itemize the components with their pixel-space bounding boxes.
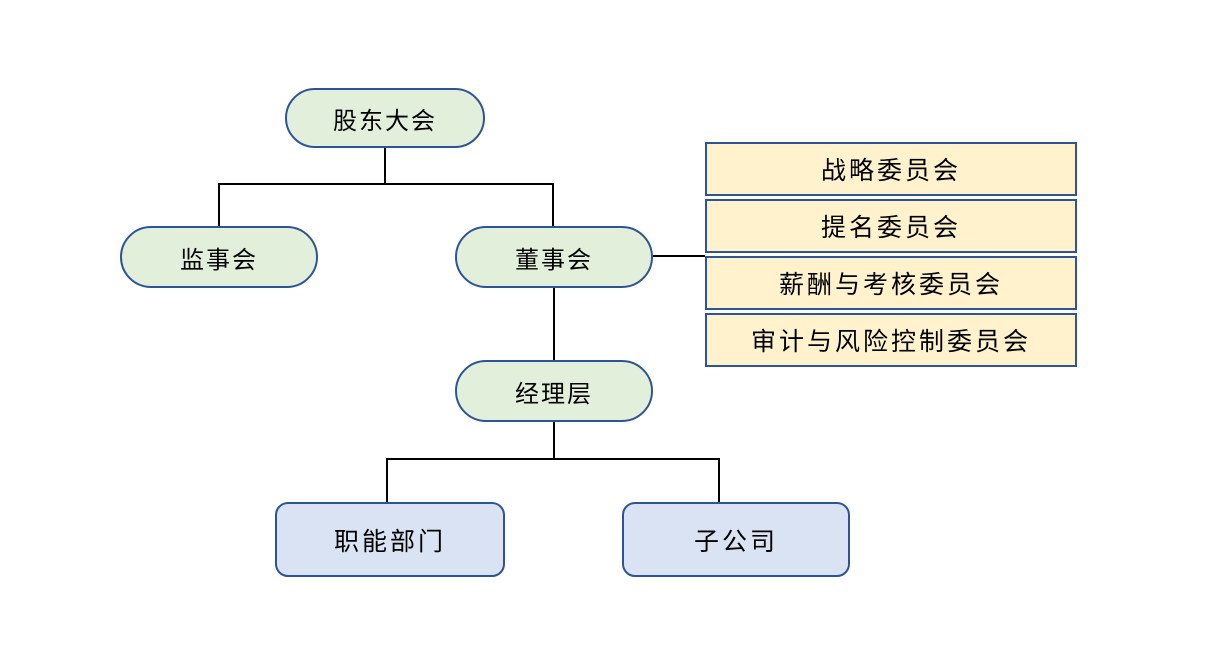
connector-shareholders-stem (384, 148, 386, 183)
node-subsidiary: 子公司 (622, 502, 850, 577)
committee-label: 审计与风险控制委员会 (750, 327, 1031, 356)
connector-functional-drop (386, 458, 388, 502)
node-subsidiary-label: 子公司 (693, 526, 778, 556)
node-shareholders-meeting: 股东大会 (285, 88, 485, 148)
connector-board-to-committees (653, 255, 705, 257)
connector-bottom-horizontal-bar (386, 458, 720, 460)
connector-management-stem (553, 422, 555, 458)
node-shareholders-label: 股东大会 (333, 107, 437, 135)
connector-subsidiary-drop (718, 458, 720, 502)
node-board-of-directors: 董事会 (455, 226, 653, 288)
committee-row-strategy: 战略委员会 (705, 142, 1077, 196)
node-functional-label: 职能部门 (333, 526, 446, 556)
connector-top-horizontal-bar (218, 183, 554, 185)
connector-supervisory-drop (218, 183, 220, 226)
connector-board-drop (552, 183, 554, 226)
committee-row-audit-risk-control: 审计与风险控制委员会 (705, 313, 1077, 367)
node-management-label: 经理层 (515, 380, 593, 408)
node-functional-departments: 职能部门 (275, 502, 505, 577)
committee-label: 提名委员会 (820, 213, 961, 242)
committee-row-nomination: 提名委员会 (705, 199, 1077, 253)
committee-row-remuneration-appraisal: 薪酬与考核委员会 (705, 256, 1077, 310)
node-management-layer: 经理层 (455, 360, 653, 422)
node-supervisory-board: 监事会 (120, 226, 318, 288)
connector-board-to-management (553, 288, 555, 360)
committee-label: 薪酬与考核委员会 (778, 270, 1003, 299)
committee-label: 战略委员会 (820, 156, 961, 185)
node-supervisory-label: 监事会 (180, 246, 258, 274)
node-board-label: 董事会 (515, 246, 593, 274)
